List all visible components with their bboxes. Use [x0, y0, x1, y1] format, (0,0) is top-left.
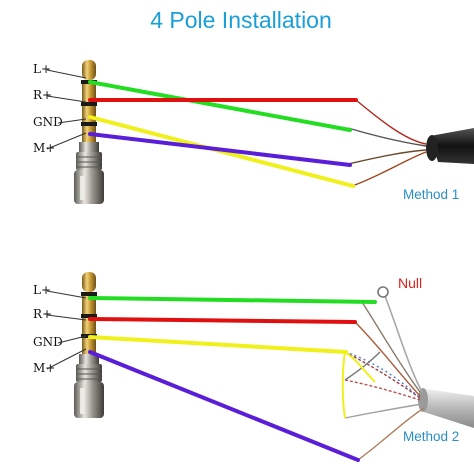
wire-purple [88, 132, 352, 167]
pin-label-gnd: GND [33, 115, 63, 129]
pin-label-r: R+ [33, 88, 52, 102]
pin-label-l: L+ [33, 62, 51, 76]
page-title: 4 Pole Installation [150, 7, 332, 33]
method-2-label: Method 2 [403, 429, 459, 444]
method-1-label: Method 1 [403, 187, 459, 202]
pin-label-r: R+ [33, 307, 52, 321]
null-label: Null [398, 275, 422, 291]
wire-green [88, 296, 377, 304]
cable-icon [426, 128, 474, 164]
diagram-method-1: L+ R+ GND M+ Method 1 [33, 60, 474, 204]
leader-lines [46, 69, 87, 150]
null-wire [377, 286, 423, 393]
diagram-method-2: L+ R+ GND M+ [33, 272, 474, 462]
wire-yellow [88, 335, 348, 354]
pin-label-m: M+ [33, 361, 55, 375]
wire-fan [341, 301, 425, 461]
wire-purple [88, 350, 360, 462]
jack-plug-icon [74, 272, 104, 418]
wire-red [88, 317, 357, 324]
wire-fan [347, 99, 427, 187]
ring-terminal-icon [377, 286, 389, 298]
leader-lines [46, 290, 87, 370]
pin-label-m: M+ [33, 141, 55, 155]
pin-label-l: L+ [33, 283, 51, 297]
wire-green [88, 80, 352, 132]
colored-wires [88, 296, 377, 462]
colored-wires [88, 80, 358, 188]
pin-label-gnd: GND [33, 335, 63, 349]
cable-icon [418, 388, 474, 428]
